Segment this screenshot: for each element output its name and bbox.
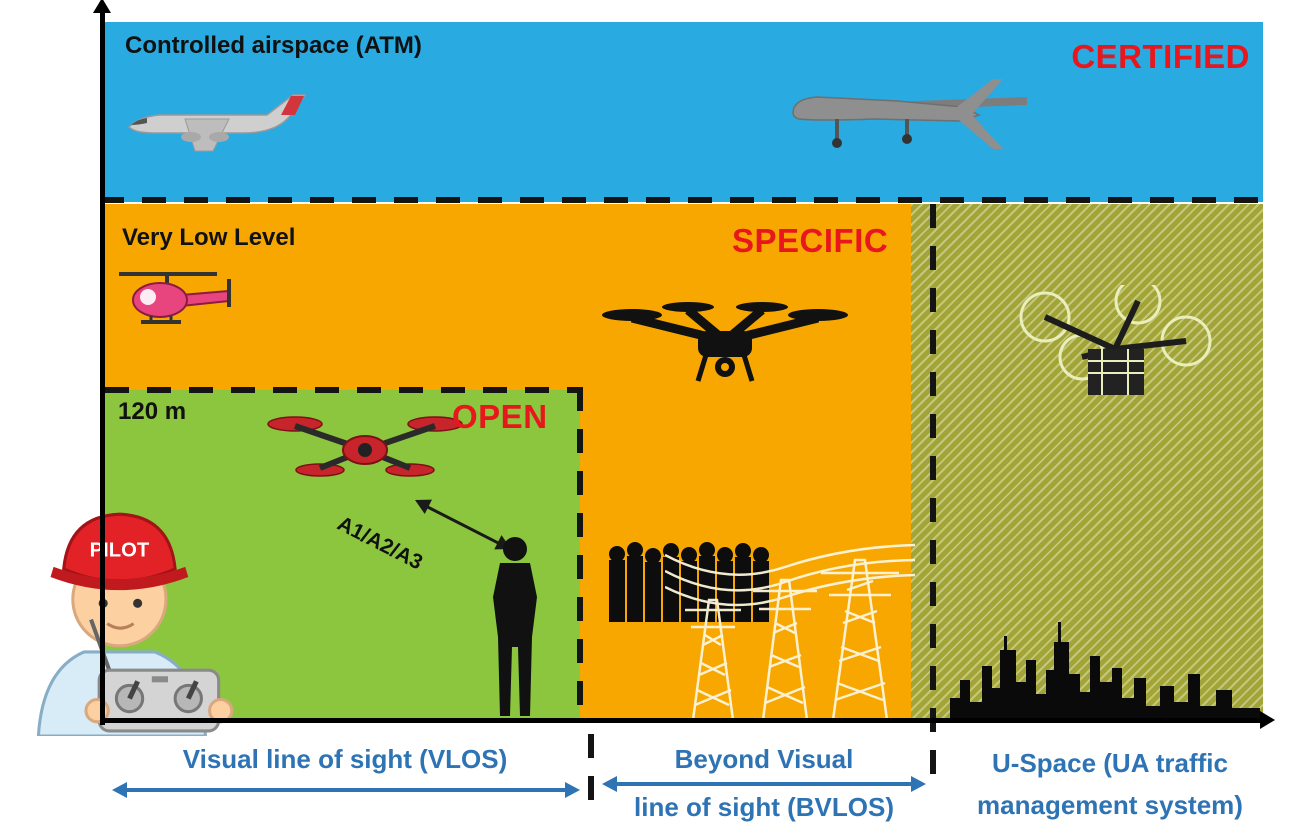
- altitude-120m-label: 120 m: [118, 398, 187, 425]
- y-axis: [100, 10, 105, 725]
- red-quadcopter-icon: [267, 416, 463, 477]
- uspace-zone: [911, 204, 1263, 720]
- military-uav-icon: [792, 79, 1027, 149]
- helicopter-icon: [119, 272, 231, 324]
- city-skyline-icon: [950, 622, 1260, 722]
- x-axis: [100, 718, 1262, 723]
- vlos-bvlos-divider-dashed-line: [588, 734, 594, 800]
- certified-zone: [105, 22, 1263, 202]
- y-axis-arrowhead: [93, 0, 111, 13]
- bvlos-arrow-bar: [614, 782, 914, 786]
- open-label: OPEN: [452, 398, 548, 435]
- bvlos-arrow-left-head: [602, 776, 617, 792]
- certified-specific-boundary-dashed-line: [100, 197, 1263, 203]
- delivery-drone-icon: [1019, 285, 1212, 395]
- vlos-arrow-left-head: [112, 782, 127, 798]
- power-line-towers-icon: [665, 543, 915, 720]
- bvlos-label-line2: line of sight (BVLOS): [634, 792, 894, 822]
- vlos-double-arrow-icon: [112, 782, 580, 798]
- open-zone-top-dashed-line: [105, 387, 583, 393]
- vlos-arrow-right-head: [565, 782, 580, 798]
- open-zone-right-dashed-line: [577, 387, 583, 720]
- person-silhouette-icon: [493, 537, 537, 716]
- bvlos-double-arrow-icon: [602, 776, 926, 792]
- airliner-icon: [127, 94, 307, 152]
- x-axis-arrowhead: [1260, 711, 1275, 729]
- uspace-label-line1: U-Space (UA traffic: [992, 748, 1228, 778]
- controlled-airspace-label: Controlled airspace (ATM): [125, 32, 422, 59]
- pilot-cap-text: PILOT: [90, 540, 150, 562]
- bvlos-label-line1: Beyond Visual: [674, 744, 854, 774]
- bvlos-arrow-right-head: [911, 776, 926, 792]
- uspace-label-line2: management system): [977, 790, 1243, 820]
- vlos-arrow-bar: [124, 788, 568, 792]
- specific-label: SPECIFIC: [732, 222, 889, 259]
- uspace-boundary-dashed-line: [930, 204, 936, 792]
- very-low-level-label: Very Low Level: [122, 224, 296, 251]
- quadcopter-silhouette-icon: [602, 302, 848, 382]
- vlos-label: Visual line of sight (VLOS): [182, 744, 508, 774]
- certified-label: CERTIFIED: [1071, 38, 1250, 75]
- pilot-figure-icon: PILOT: [36, 512, 234, 736]
